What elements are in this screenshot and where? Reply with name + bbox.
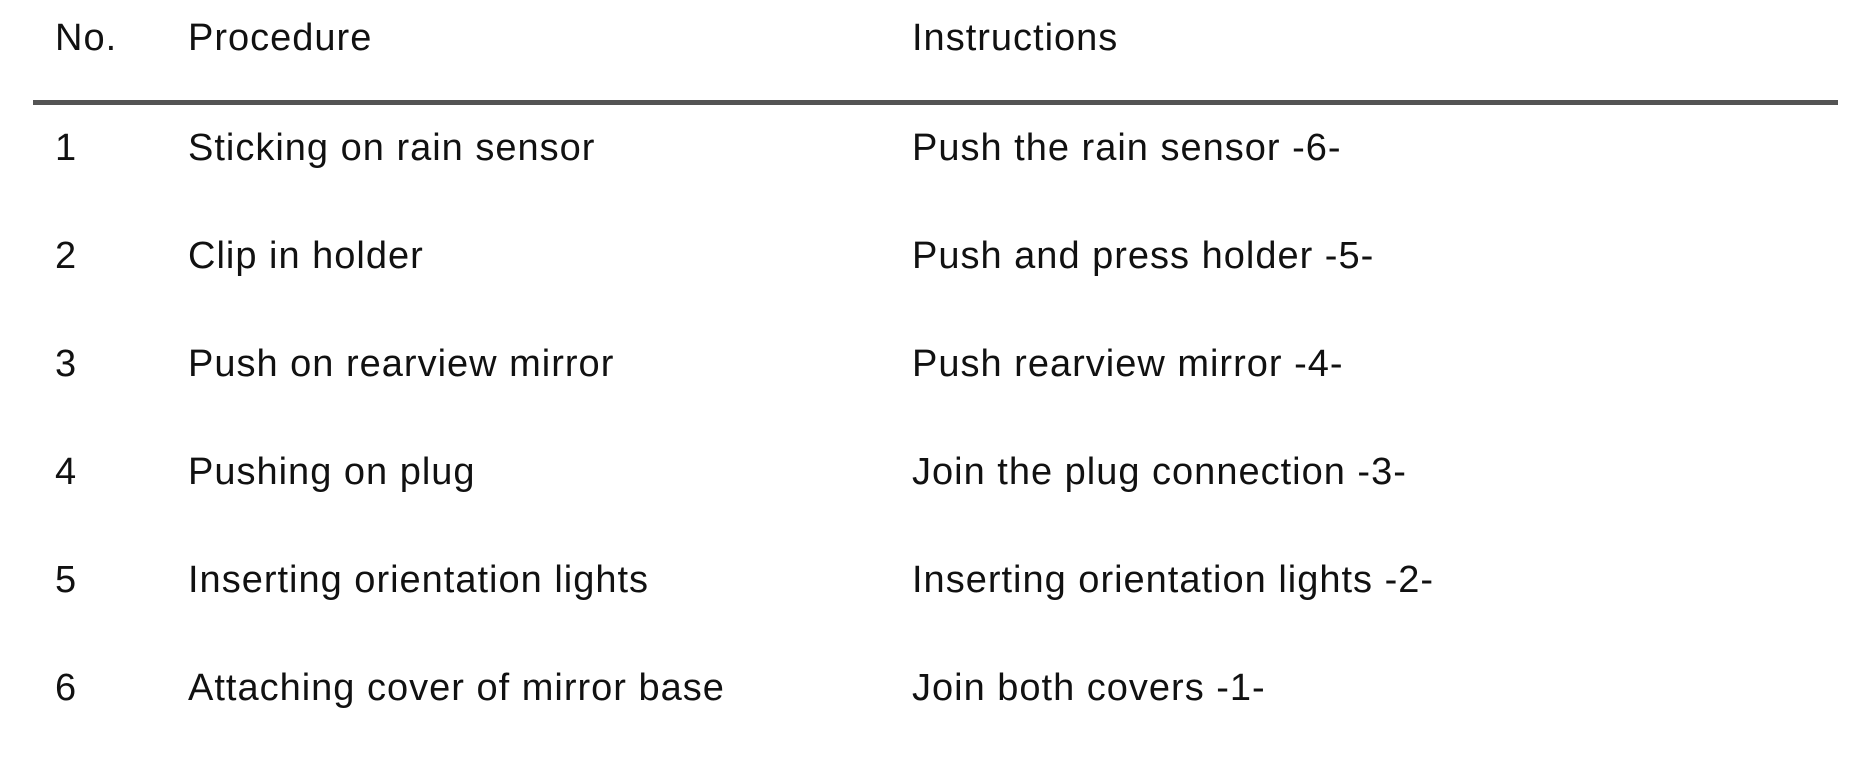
row-number-cell: 6 bbox=[55, 667, 78, 709]
column-header-no: No. bbox=[55, 17, 118, 59]
header-divider-rule bbox=[33, 100, 1838, 105]
instructions-cell: Inserting orientation lights -2- bbox=[912, 559, 1435, 601]
procedure-cell: Clip in holder bbox=[188, 235, 424, 277]
procedure-cell: Attaching cover of mirror base bbox=[188, 667, 725, 709]
row-number-cell: 2 bbox=[55, 235, 78, 277]
column-header-instructions: Instructions bbox=[912, 17, 1119, 59]
row-number-cell: 3 bbox=[55, 343, 78, 385]
table-row: 2 Clip in holder Push and press holder -… bbox=[0, 202, 1865, 310]
procedure-cell: Sticking on rain sensor bbox=[188, 127, 596, 169]
instructions-cell: Join both covers -1- bbox=[912, 667, 1266, 709]
row-number-cell: 1 bbox=[55, 127, 78, 169]
table-header-row: No. Procedure Instructions bbox=[0, 0, 1865, 60]
instructions-cell: Push rearview mirror -4- bbox=[912, 343, 1344, 385]
table-row: 4 Pushing on plug Join the plug connecti… bbox=[0, 418, 1865, 526]
instructions-cell: Push the rain sensor -6- bbox=[912, 127, 1342, 169]
instructions-cell: Push and press holder -5- bbox=[912, 235, 1375, 277]
procedure-cell: Inserting orientation lights bbox=[188, 559, 650, 601]
instructions-cell: Join the plug connection -3- bbox=[912, 451, 1407, 493]
table-row: 3 Push on rearview mirror Push rearview … bbox=[0, 310, 1865, 418]
table-row: 1 Sticking on rain sensor Push the rain … bbox=[0, 94, 1865, 202]
procedure-cell: Pushing on plug bbox=[188, 451, 476, 493]
column-header-procedure: Procedure bbox=[188, 17, 373, 59]
row-number-cell: 5 bbox=[55, 559, 78, 601]
row-number-cell: 4 bbox=[55, 451, 78, 493]
table-row: 6 Attaching cover of mirror base Join bo… bbox=[0, 634, 1865, 742]
table-row: 5 Inserting orientation lights Inserting… bbox=[0, 526, 1865, 634]
table-body: 1 Sticking on rain sensor Push the rain … bbox=[0, 94, 1865, 742]
procedure-cell: Push on rearview mirror bbox=[188, 343, 615, 385]
